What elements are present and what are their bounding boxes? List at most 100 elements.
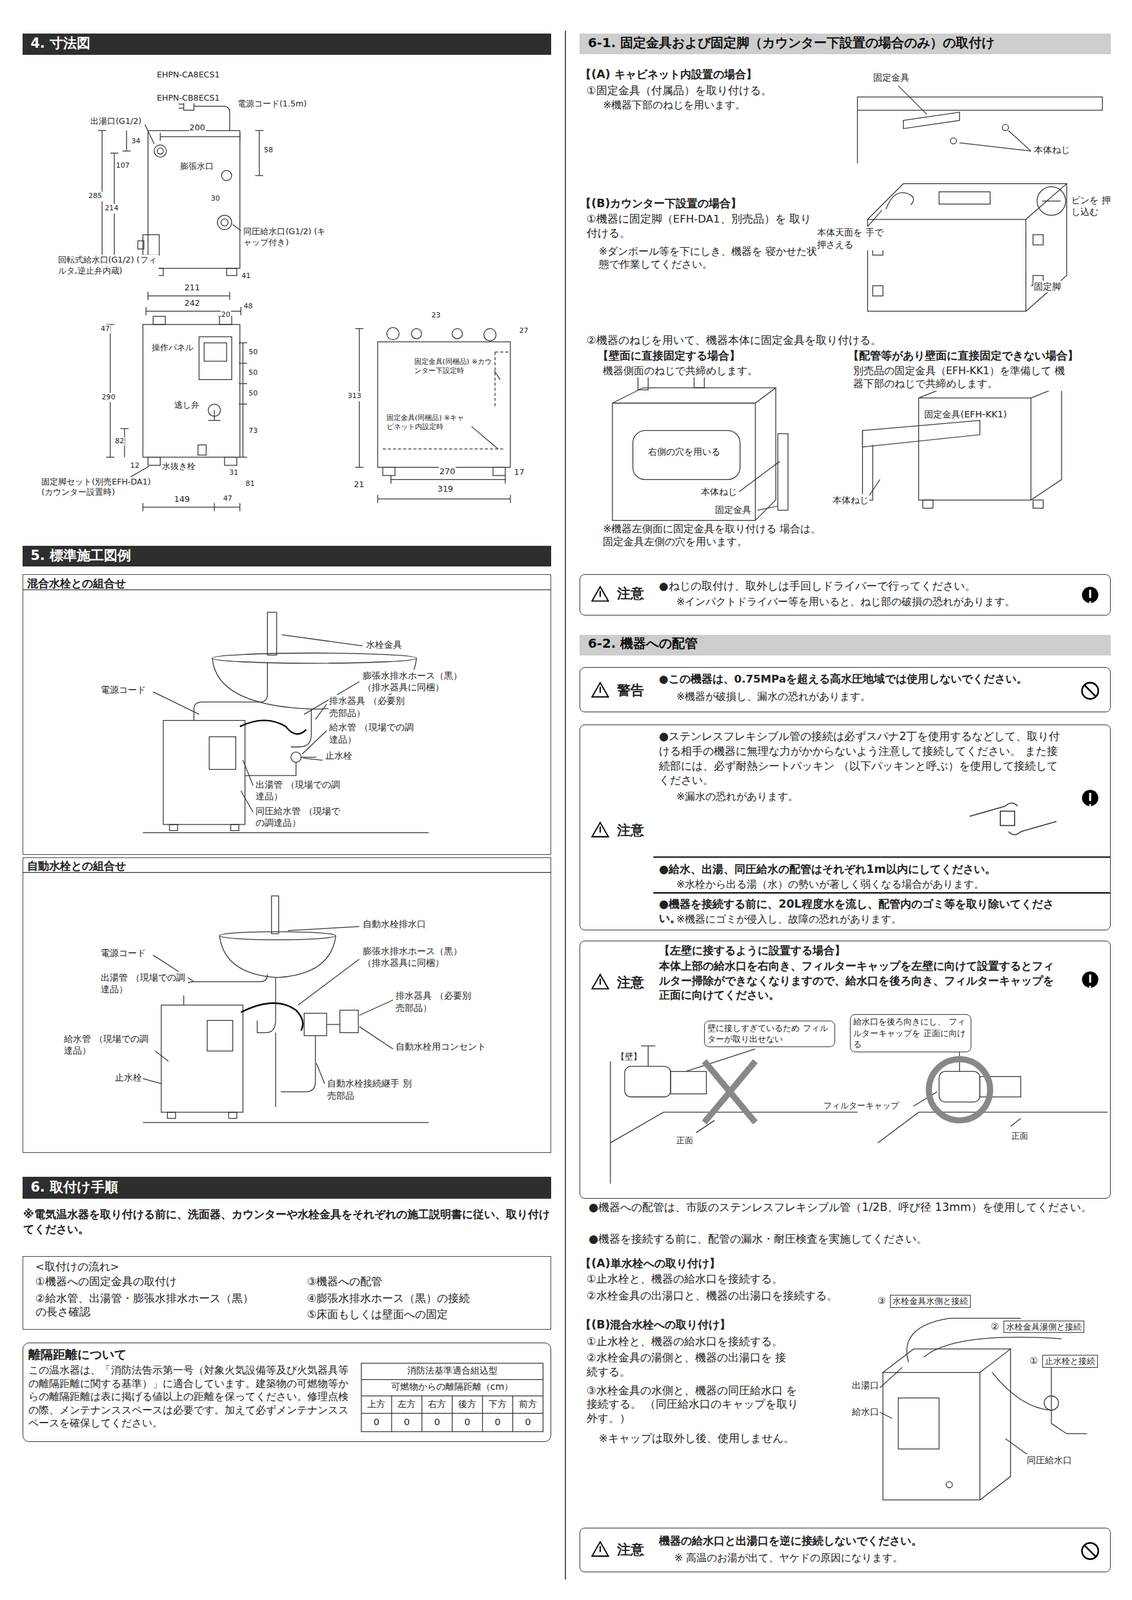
wall-figure-part [1010, 1118, 1021, 1127]
annotation-text: 別売品の固定金具（EFH-KK1）を準備して 機器下部のねじで共締めします。 [852, 364, 1074, 392]
annotation-text: 電源コード [100, 684, 147, 697]
fixing-figures-part [1033, 234, 1044, 246]
annotation-text: 正面 [675, 1135, 694, 1147]
annotation-text: 給水管 （現場での調達品） [328, 721, 417, 746]
fixing-figures-part [950, 138, 956, 144]
installation-example-part [240, 720, 307, 735]
dimension-drawing-part [254, 130, 264, 176]
annotation-text: 本体天面を 手で押さえる [816, 226, 892, 251]
dimension-number: 47 [222, 494, 233, 504]
table-cell: 0 [361, 1416, 392, 1429]
installation-example-part [161, 1005, 244, 1113]
fixing-figures-part [612, 387, 776, 404]
dimension-number: 27 [518, 326, 529, 336]
prohibition-icon [1082, 682, 1099, 1560]
installation-example-part [142, 1079, 161, 1085]
box-text: ※水栓から出る湯（水）の勢いが著しく弱くなる場合があります。 [676, 878, 985, 892]
separation-table-part [391, 1396, 514, 1433]
dimension-number: 12 [129, 461, 141, 471]
piping-figure-part [898, 1398, 940, 1450]
table-cell: 0 [482, 1416, 514, 1429]
piping-figure-part [946, 1482, 952, 1489]
installation-example-part [212, 653, 417, 664]
caution-box: 警告●この機器は、0.75MPaを超える高水圧地域では使用しないでください。※機… [579, 667, 1111, 713]
mandatory-mark-part [1089, 589, 1092, 599]
installation-example-part [303, 758, 323, 761]
installation-example-part [302, 730, 327, 754]
installation-example-part [209, 737, 236, 770]
box-heading: 注意 [616, 585, 645, 603]
dimension-drawing-part [178, 103, 184, 108]
installation-example-part [169, 824, 179, 831]
piping-figure-part [879, 1412, 892, 1419]
dimension-number: 285 [87, 191, 103, 201]
column-divider-part [564, 30, 566, 1580]
installation-example-part [183, 974, 268, 1005]
piping-figure-part [923, 1337, 1062, 1358]
annotation-text: 出湯管 （現場での調達品） [254, 778, 343, 803]
wall-figure-part [939, 1071, 980, 1103]
annotation-text: 固定金具(同梱品) ※カウンター下設定時 [413, 357, 495, 377]
annotation-text: EHPN-CB8ECS1 [156, 92, 221, 104]
annotation-text: 【壁面に直接固定する場合】 [596, 349, 741, 364]
fixing-figures-part [638, 375, 649, 390]
installation-example-part [240, 1003, 303, 1032]
installation-example-part [257, 977, 276, 1108]
annotation-text: 【(B)カウンター下設置の場合】 [579, 196, 743, 212]
table-cell: 上方 [361, 1398, 392, 1411]
annotation-text: 給水管 （現場での調達品） [63, 1033, 155, 1058]
dimension-number: 17 [513, 467, 526, 478]
annotation-text: 出湯管 （現場での調達品） [100, 971, 188, 996]
dimension-number: 21 [353, 479, 365, 490]
installation-example-part [152, 691, 199, 715]
dimension-number: 23 [430, 311, 441, 321]
annotation-text: EHPN-CA8ECS1 [156, 69, 221, 81]
annotation-text: 本体ねじ [1033, 143, 1071, 157]
dimension-drawing-part [382, 467, 395, 476]
annotation-text: 【(B)混合水栓への取り付け】 [579, 1317, 732, 1333]
caution-icon-part [591, 586, 608, 601]
fixing-figures-part [777, 433, 789, 511]
table-cell: 下方 [482, 1398, 514, 1411]
annotation-text: 同圧給水口 [1026, 1454, 1073, 1467]
dimension-drawing-part [203, 342, 227, 361]
box-text: ●この機器は、0.75MPaを超える高水圧地域では使用しないでください。 [658, 672, 1028, 687]
mandatory-icon-part [1082, 971, 1099, 989]
annotation-text: 自動水栓接続継手 別売部品 [326, 1077, 415, 1102]
annotation-text: ①機器に固定脚（EFH-DA1、別売品）を 取り付ける。 [586, 212, 818, 241]
dimension-drawing-part [105, 324, 115, 458]
installation-example-part [207, 1020, 233, 1052]
box-text: ⑤床面もしくは壁面への固定 [306, 1308, 448, 1323]
separation-table-part [361, 1363, 544, 1433]
dimension-drawing-part [224, 457, 237, 466]
annotation-text: 【配管等があり壁面に直接固定できない場合】 [847, 349, 1080, 364]
annotation-text: 逃し弁 [173, 400, 201, 411]
annotation-text: 水栓金具 [365, 638, 403, 652]
fixing-figures-part [1026, 183, 1067, 312]
fixing-figures-part [918, 385, 1062, 501]
fixing-figures-part [1033, 500, 1044, 509]
installation-example-part [245, 775, 291, 776]
section-band: 6. 取付け手順 [22, 1177, 552, 1200]
mandatory-icon-part [1089, 804, 1092, 807]
installation-example-part [167, 1112, 176, 1119]
table-cell: 左方 [391, 1398, 423, 1411]
annotation-text: 電源コード [100, 947, 147, 960]
annotation-text: 固定金具 [714, 504, 752, 517]
installation-example-part [219, 931, 336, 941]
section-band: 5. 標準施工図例 [22, 545, 552, 567]
annotation-text: 水抜き栓 [161, 461, 197, 472]
separation-table [361, 1363, 544, 1433]
dimension-drawing-part [198, 336, 232, 380]
dimension-drawing-part [142, 503, 240, 512]
annotation-text: 排水器具 （必要別売部品） [328, 695, 412, 719]
box-heading: 6-2. 機器への配管 [587, 635, 698, 653]
dimension-number: 34 [130, 136, 141, 146]
callout-box: 水栓金具湯側と接続 [1003, 1321, 1085, 1334]
dimension-drawing-part [226, 268, 237, 276]
dimension-number: 50 [247, 389, 259, 399]
box-heading: 警告 [616, 682, 645, 700]
piping-figure-part [991, 1372, 1052, 1411]
fixing-figures-part [1037, 186, 1066, 215]
piping-figure-part [1050, 1367, 1052, 1424]
